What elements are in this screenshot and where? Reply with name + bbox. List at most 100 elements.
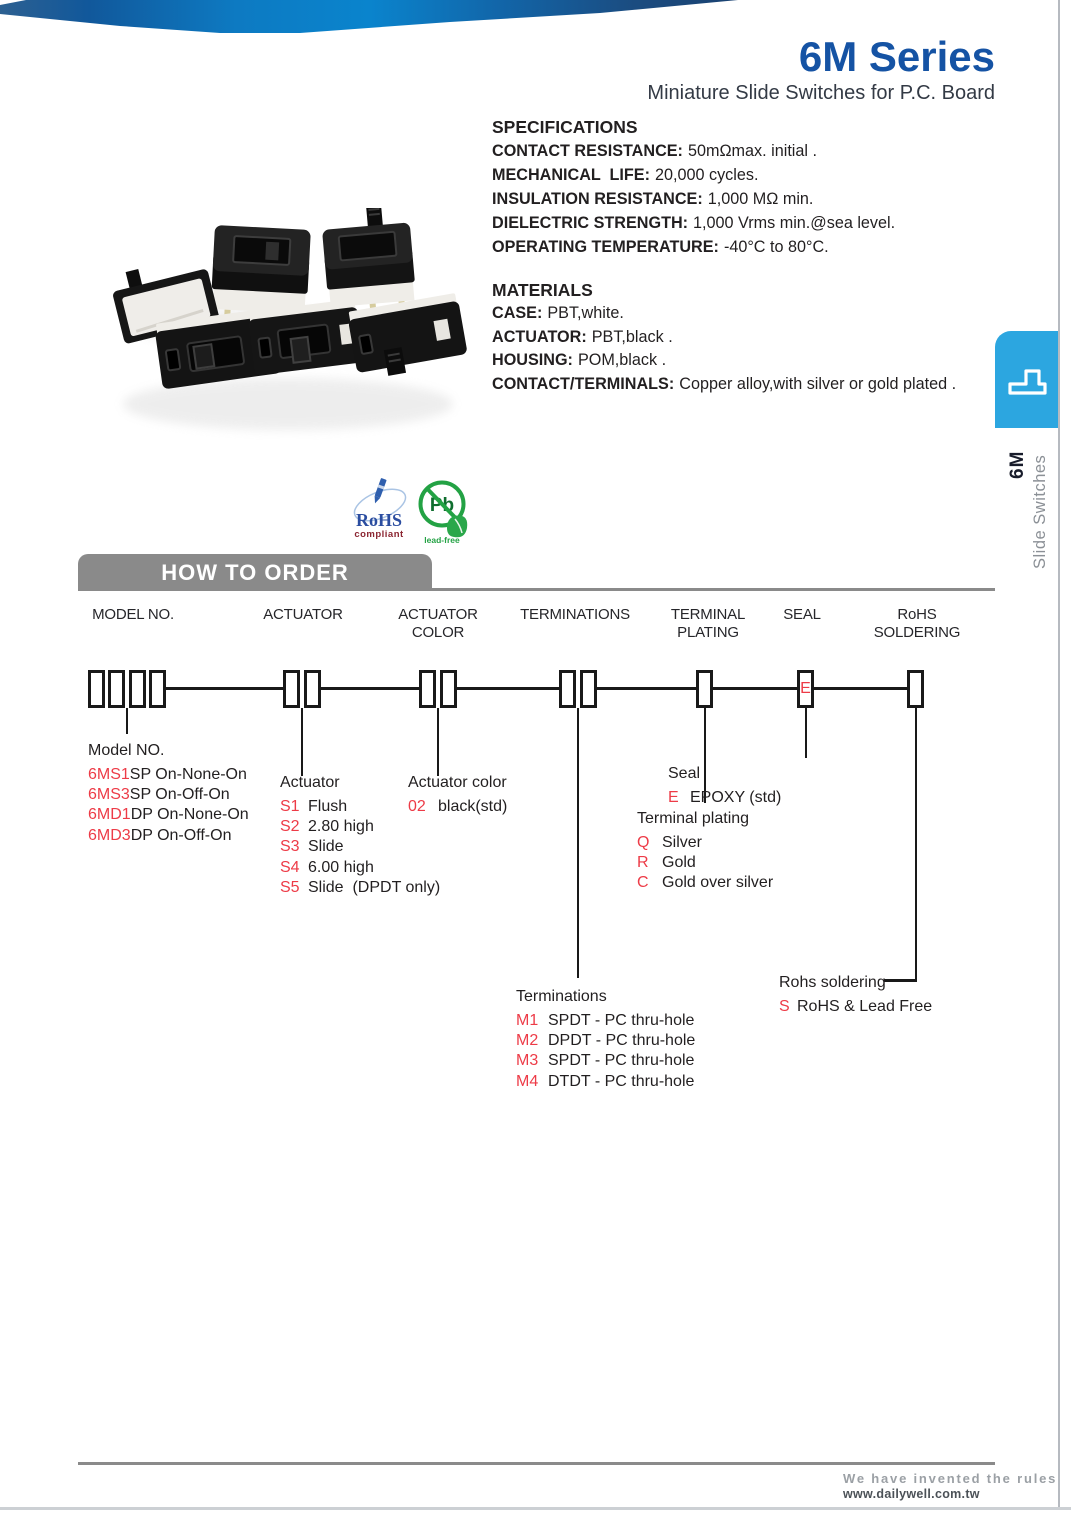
column-actuator: ACTUATOR <box>263 606 343 623</box>
order-code-box-model-2 <box>108 670 125 708</box>
drop-line-seal <box>805 708 807 758</box>
spec-dielectric-strength: DIELECTRIC STRENGTH:1,000 Vrms min.@sea … <box>492 214 896 232</box>
how-to-order-banner: HOW TO ORDER <box>78 554 432 591</box>
connector-line <box>457 687 559 690</box>
specifications-heading: SPECIFICATIONS <box>492 117 638 137</box>
materials-list: CASE:PBT,white. ACTUATOR:PBT,black . HOU… <box>492 302 956 396</box>
connector-line <box>166 687 283 690</box>
spec-insulation-resistance: INSULATION RESISTANCE:1,000 MΩ min. <box>492 190 814 208</box>
specifications-list: CONTACT RESISTANCE:50mΩmax. initial . ME… <box>492 139 895 259</box>
group-heading: Seal <box>668 765 701 782</box>
drop-line-model <box>126 708 128 734</box>
side-tab-series-label: 6M <box>1007 450 1028 479</box>
page-right-border <box>1058 0 1060 1509</box>
material-actuator: ACTUATOR:PBT,black . <box>492 327 673 346</box>
svg-text:RoHS: RoHS <box>356 510 402 530</box>
footer-rule-line <box>78 1462 995 1465</box>
connector-line <box>321 687 419 690</box>
spec-operating-temperature: OPERATING TEMPERATURE:-40°C to 80°C. <box>492 238 829 256</box>
footer-slogan: We have invented the rules <box>843 1471 1058 1486</box>
order-code-box-color-1 <box>419 670 436 708</box>
slide-switch-icon <box>1007 368 1047 395</box>
connector-line <box>597 687 696 690</box>
order-code-box-model-4 <box>149 670 166 708</box>
material-housing: HOUSING:POM,black . <box>492 351 667 369</box>
option-row: 6MD1DP On-None-On <box>88 806 249 824</box>
footer-website: www.dailywell.com.tw <box>843 1487 980 1501</box>
column-model-no: MODEL NO. <box>92 606 174 623</box>
material-contact-terminals: CONTACT/TERMINALS:Copper alloy,with silv… <box>492 374 957 393</box>
title-block: 6M Series Miniature Slide Switches for P… <box>647 34 995 105</box>
order-code-box-rohs <box>907 670 924 708</box>
group-heading: Rohs soldering <box>779 974 886 991</box>
page-title: 6M Series <box>798 33 995 80</box>
order-code-box-color-2 <box>440 670 457 708</box>
svg-text:compliant: compliant <box>354 529 404 540</box>
drop-line-terminations <box>577 708 579 978</box>
column-seal: SEAL <box>783 606 821 623</box>
section-tab <box>995 331 1058 428</box>
banner-rule-line <box>432 588 995 591</box>
model-options-group: Model NO. 6MS1SP On-None-On 6MS3SP On-Of… <box>88 740 249 846</box>
slide-switch-upright-flush <box>211 225 311 328</box>
material-case: CASE:PBT,white. <box>492 304 624 322</box>
order-code-box-actuator-1 <box>283 670 300 708</box>
seal-code-value: E <box>800 680 811 697</box>
order-code-box-plating <box>696 670 713 708</box>
materials-heading: MATERIALS <box>492 280 593 300</box>
column-terminal-plating: TERMINAL PLATING <box>670 606 746 641</box>
order-code-box-terminations-1 <box>559 670 576 708</box>
group-heading: Model NO. <box>88 742 165 759</box>
option-row: 6MS3SP On-Off-On <box>88 786 230 804</box>
spec-contact-resistance: CONTACT RESISTANCE:50mΩmax. initial . <box>492 142 818 160</box>
slide-switch-lying-2 <box>248 299 364 375</box>
drop-line-actuator-color <box>437 708 439 776</box>
connector-line <box>713 687 797 690</box>
slide-switch-lying-3 <box>348 293 467 376</box>
order-code-box-seal: E <box>797 670 814 708</box>
column-actuator-color: ACTUATOR COLOR <box>398 606 478 641</box>
connector-line <box>814 687 907 690</box>
option-row: 6MD3DP On-Off-On <box>88 826 232 844</box>
spec-mechanical-life: MECHANICAL LIFE:20,000 cycles. <box>492 166 759 184</box>
page-subtitle: Miniature Slide Switches for P.C. Board <box>647 82 995 104</box>
svg-text:lead-free: lead-free <box>424 535 460 545</box>
group-heading: Terminal plating <box>637 810 750 827</box>
group-heading: Terminations <box>516 988 607 1005</box>
column-terminations: TERMINATIONS <box>520 606 630 623</box>
slide-switch-upright-knob <box>322 208 415 320</box>
group-heading: Actuator color <box>408 774 507 791</box>
rohs-pen-icon <box>374 478 387 504</box>
rohs-connector-elbow <box>884 979 917 982</box>
column-rohs-soldering: RoHS SOLDERING <box>873 606 961 641</box>
order-code-box-actuator-2 <box>304 670 321 708</box>
drop-line-rohs <box>915 708 917 981</box>
order-code-box-model-3 <box>129 670 146 708</box>
side-tab-category-label: Slide Switches <box>1031 454 1049 569</box>
product-photo <box>113 208 467 430</box>
drop-line-actuator <box>301 708 303 776</box>
order-code-box-terminations-2 <box>580 670 597 708</box>
page-bottom-border <box>0 1507 1071 1510</box>
order-code-box-model-1 <box>88 670 105 708</box>
rohs-compliant-badge: RoHS compliant <box>353 478 407 540</box>
